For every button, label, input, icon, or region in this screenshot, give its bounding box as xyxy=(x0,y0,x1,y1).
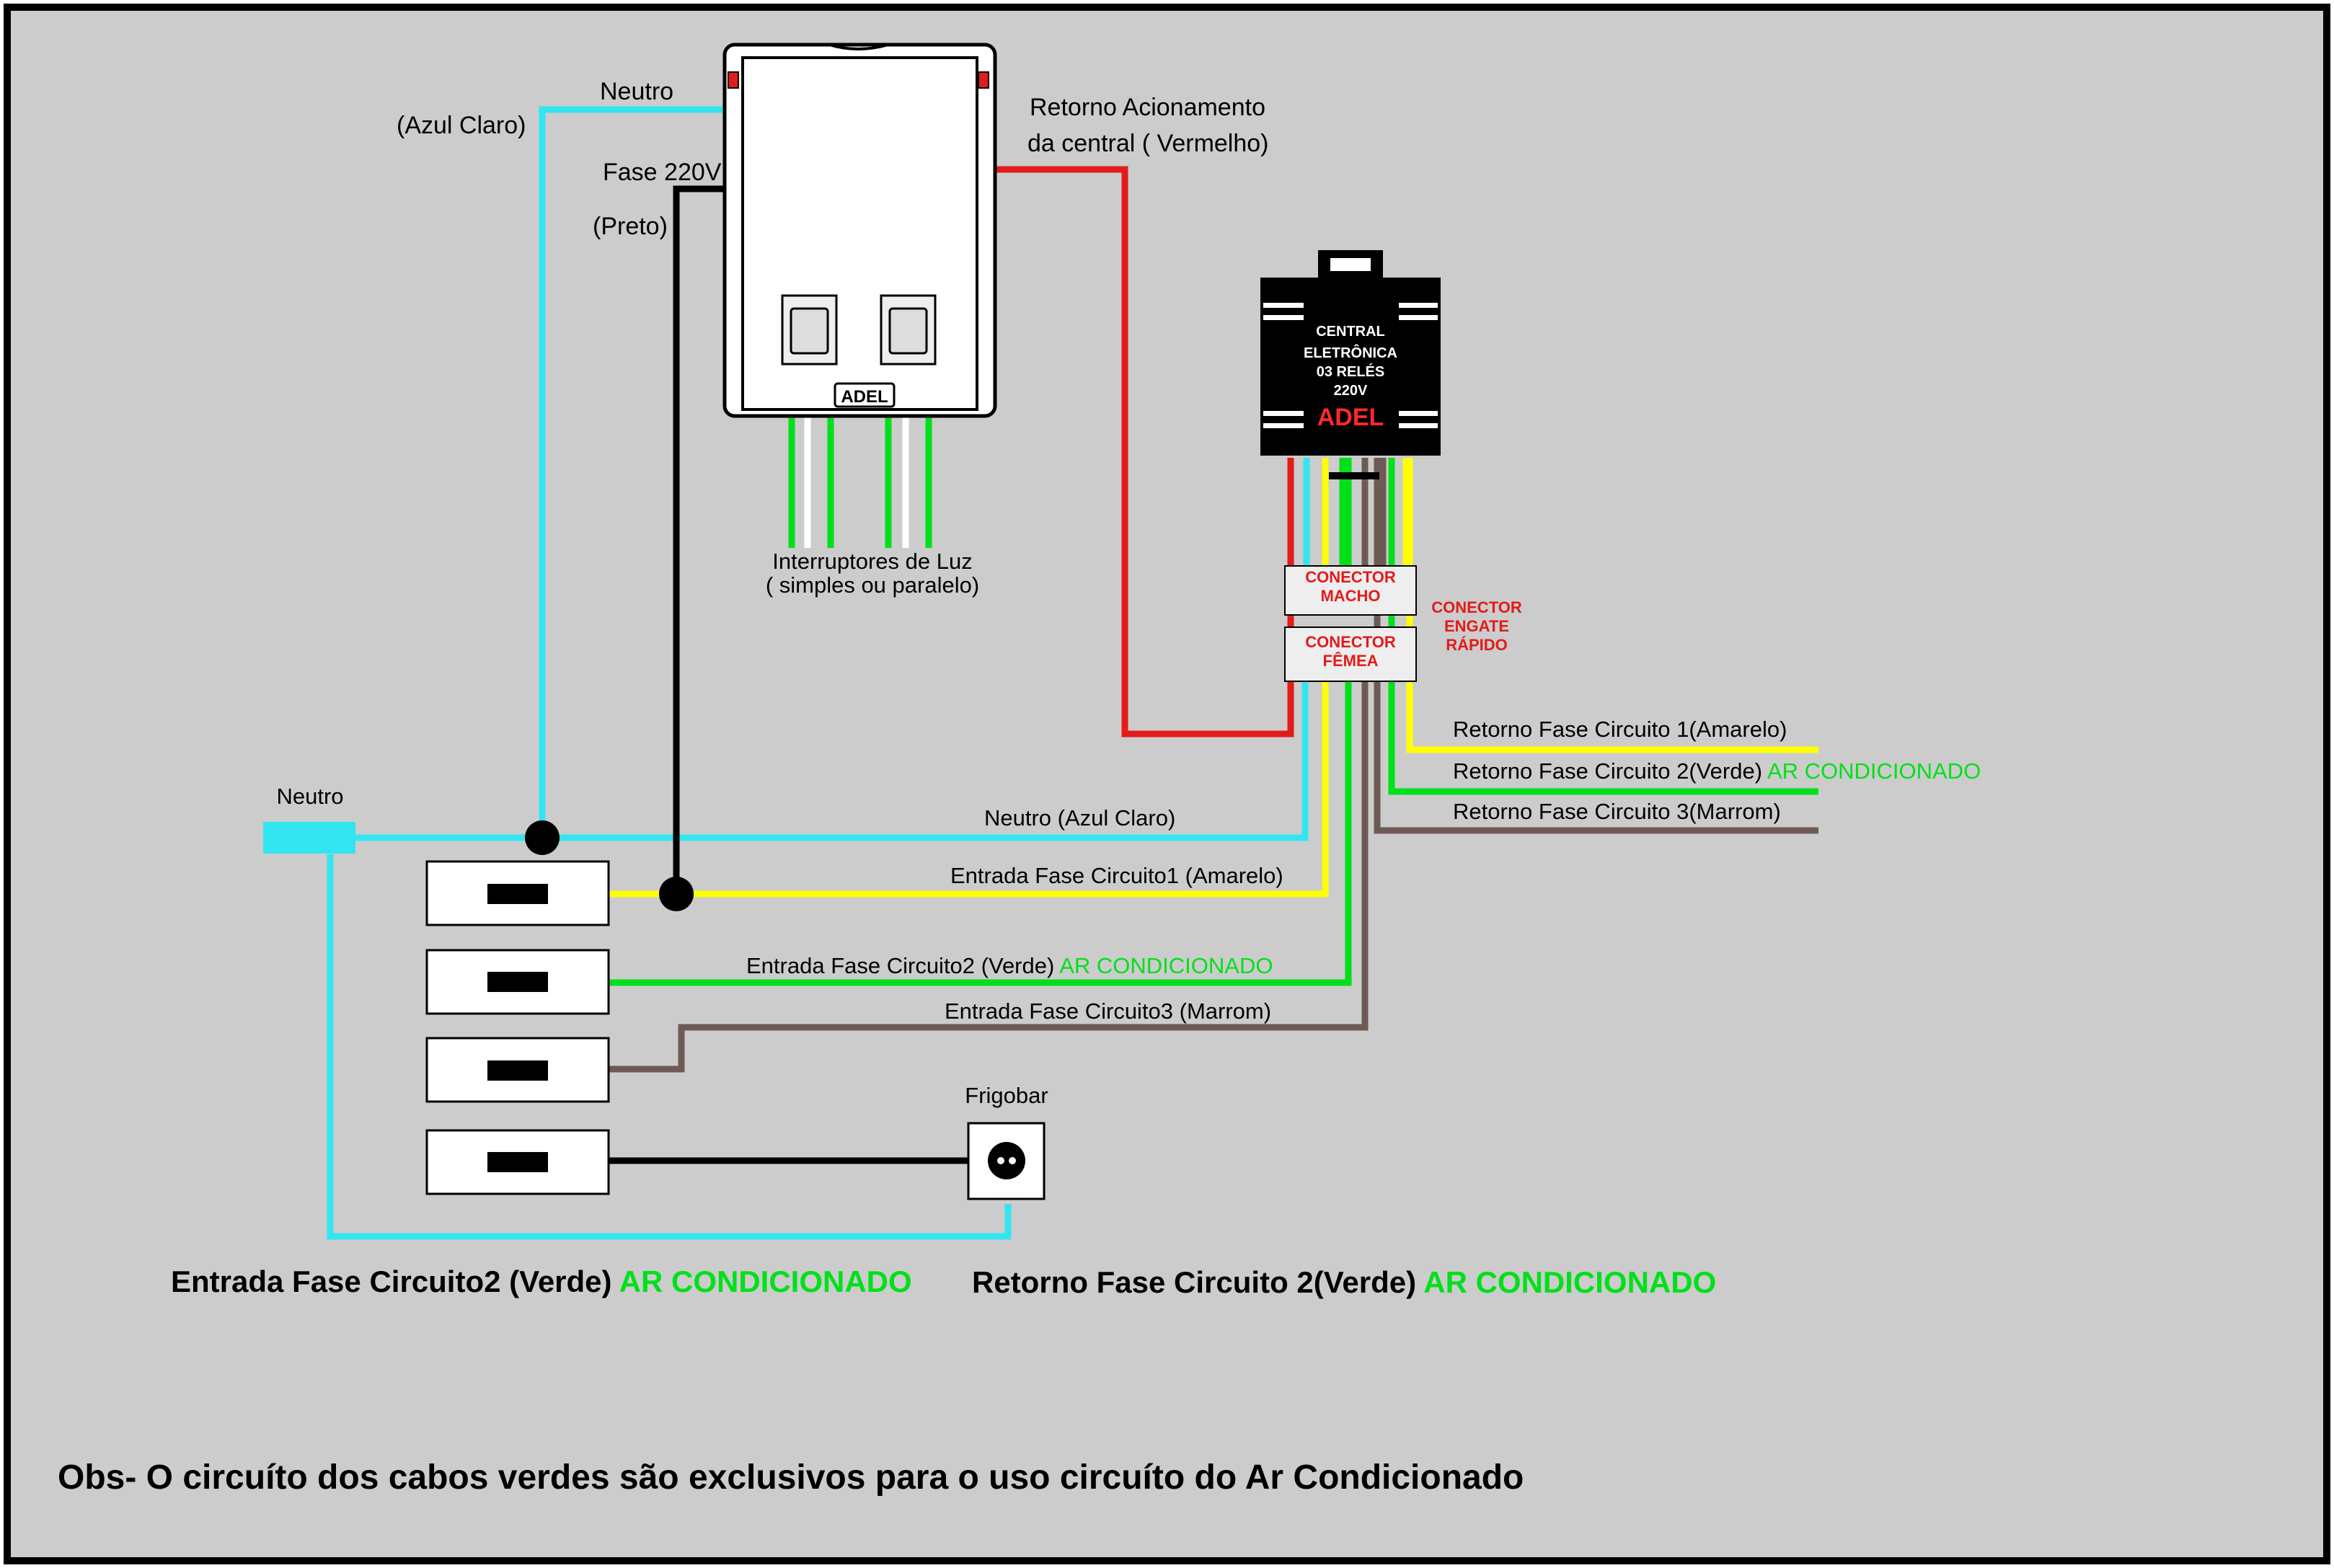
note-entrada-text: Entrada Fase Circuito2 (Verde) xyxy=(171,1264,612,1298)
panel-brand: ADEL xyxy=(841,387,888,407)
neutral-wire-label: Neutro (Azul Claro) xyxy=(984,805,1175,830)
input-circuit1-label: Entrada Fase Circuito1 (Amarelo) xyxy=(950,863,1283,888)
central-unit: CENTRAL ELETRÔNICA 03 RELÉS 220V ADEL xyxy=(1260,250,1441,479)
note-retorno-text: Retorno Fase Circuito 2(Verde) xyxy=(972,1265,1416,1299)
return-circuit1-label: Retorno Fase Circuito 1(Amarelo) xyxy=(1453,717,1787,742)
obs-note: Obs- O circuíto dos cabos verdes são exc… xyxy=(58,1458,1524,1497)
frigobar-pin-2 xyxy=(1009,1157,1016,1164)
neutral-wire-main xyxy=(355,681,1309,841)
breaker-2 xyxy=(425,949,610,1015)
panel-body xyxy=(722,43,997,418)
central-stripes xyxy=(1263,303,1438,428)
input-circuit2-text: Entrada Fase Circuito2 (Verde) xyxy=(746,953,1054,978)
return-circuit2-text: Retorno Fase Circuito 2(Verde) xyxy=(1453,758,1762,784)
circuit1-input-wire xyxy=(609,681,1329,898)
circuit1-return-wire xyxy=(1406,458,1818,753)
panel-phase-color-label: (Preto) xyxy=(593,213,668,240)
panel-led-right xyxy=(978,71,989,89)
central-bottom-clip xyxy=(1329,472,1379,479)
light-switch-1-rocker xyxy=(790,307,829,355)
connector-female xyxy=(1284,626,1417,682)
breaker-3 xyxy=(425,1037,610,1103)
note-entrada: Entrada Fase Circuito2 (Verde) AR CONDIC… xyxy=(171,1264,912,1298)
note-retorno-ac: AR CONDICIONADO xyxy=(1423,1265,1716,1299)
neutral-wire-frigobar xyxy=(327,854,1012,1240)
neutral-wire-panel xyxy=(539,106,725,838)
return-circuit2-label: Retorno Fase Circuito 2(Verde) AR CONDIC… xyxy=(1453,758,1981,784)
breaker-1 xyxy=(425,860,610,926)
return-label-line2: da central ( Vermelho) xyxy=(1027,130,1269,157)
neutral-junction-dot xyxy=(525,820,560,855)
central-brand: ADEL xyxy=(1317,404,1384,431)
circuit2-input-wire xyxy=(609,681,1352,986)
input-circuit2-label: Entrada Fase Circuito2 (Verde) AR CONDIC… xyxy=(746,953,1273,978)
neutral-bar-label: Neutro xyxy=(276,784,343,809)
central-line2: ELETRÔNICA xyxy=(1304,344,1397,361)
note-entrada-ac: AR CONDICIONADO xyxy=(619,1264,912,1298)
connector-female-line1: CONECTOR xyxy=(1305,633,1396,651)
frigobar-label: Frigobar xyxy=(965,1083,1048,1108)
panel-neutral-label: Neutro xyxy=(600,78,673,105)
phase-junction-dot xyxy=(659,877,694,911)
connector-male-line2: MACHO xyxy=(1320,587,1380,605)
connector-male xyxy=(1284,565,1417,616)
return-circuit2-ac: AR CONDICIONADO xyxy=(1767,758,1981,784)
frigobar-socket xyxy=(988,1142,1025,1179)
neutral-bar xyxy=(263,822,355,854)
breaker-4 xyxy=(425,1129,610,1195)
switches-label-line1: Interruptores de Luz xyxy=(772,549,972,574)
circuit3-input-wire xyxy=(609,681,1369,1073)
panel-neutral-color-label: (Azul Claro) xyxy=(397,112,526,139)
diagram-background xyxy=(4,4,2330,1564)
note-retorno: Retorno Fase Circuito 2(Verde) AR CONDIC… xyxy=(972,1265,1716,1299)
panel-inner xyxy=(741,56,978,411)
frigobar-pin-1 xyxy=(997,1157,1004,1164)
quick-connector-line3: RÁPIDO xyxy=(1446,636,1508,654)
return-circuit3-label: Retorno Fase Circuito 3(Marrom) xyxy=(1453,799,1781,824)
switch-panel: ADEL xyxy=(722,43,997,418)
panel-phase-label: Fase 220V xyxy=(603,159,722,186)
input-circuit3-label: Entrada Fase Circuito3 (Marrom) xyxy=(945,998,1271,1024)
central-top-tab-slot xyxy=(1330,258,1371,271)
phase-wire xyxy=(673,185,725,894)
input-circuit2-ac: AR CONDICIONADO xyxy=(1059,953,1273,978)
panel-top-notch xyxy=(828,43,889,50)
panel-led-left xyxy=(728,71,739,89)
central-line3: 03 RELÉS xyxy=(1317,363,1384,380)
switches-label-line2: ( simples ou paralelo) xyxy=(766,572,979,598)
quick-connector-line1: CONECTOR xyxy=(1431,598,1522,616)
connector-male-line1: CONECTOR xyxy=(1305,568,1396,586)
connector-female-line2: FÊMEA xyxy=(1323,652,1379,670)
panel-brand-box xyxy=(834,382,896,408)
quick-connector-line2: ENGATE xyxy=(1444,617,1509,635)
return-label-line1: Retorno Acionamento xyxy=(1030,94,1265,121)
central-line1: CENTRAL xyxy=(1316,324,1385,340)
light-switch-2-rocker xyxy=(888,307,928,355)
central-line4: 220V xyxy=(1334,383,1368,399)
